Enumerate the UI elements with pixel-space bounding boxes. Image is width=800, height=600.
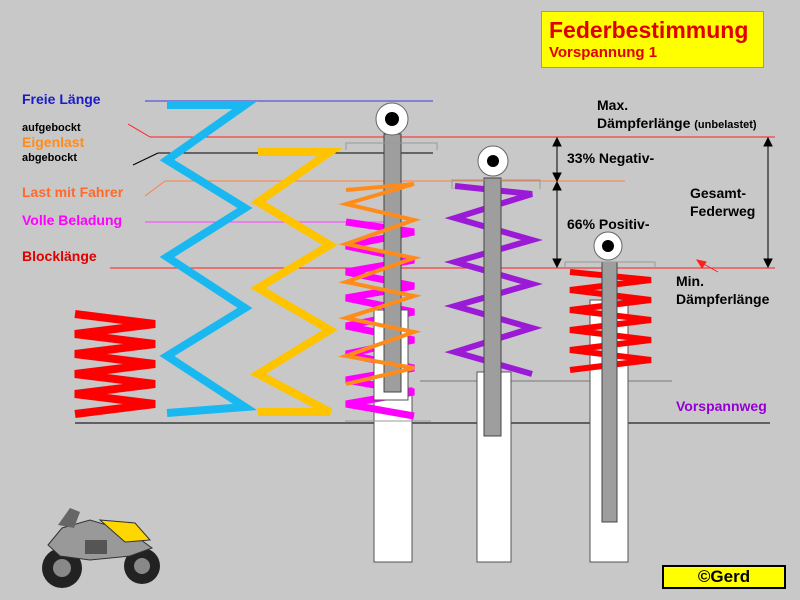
shock-absorber-3	[564, 231, 656, 563]
min-damper-pointer	[695, 259, 719, 273]
label-eigenlast: Eigenlast	[22, 134, 85, 150]
label-volle-beladung: Volle Beladung	[22, 212, 123, 228]
positiv-arrow	[552, 180, 562, 269]
label-abgebockt: abgebockt	[22, 152, 78, 164]
label-max-daempferlaenge-text: Dämpferlänge	[597, 115, 691, 131]
last-mit-fahrer-pointer	[144, 180, 166, 197]
abgebockt-pointer	[132, 152, 159, 166]
label-aufgebockt: aufgebockt	[22, 122, 81, 134]
label-min-daempferlaenge: Dämpferlänge	[676, 291, 770, 307]
copyright-logo-icon: ©Gerd	[662, 565, 786, 589]
label-last-mit-fahrer: Last mit Fahrer	[22, 184, 124, 200]
label-max-daempferlaenge: Dämpferlänge (unbelastet)	[597, 115, 757, 131]
page-subtitle: Vorspannung 1	[549, 44, 658, 61]
spring-blue	[159, 101, 258, 417]
shock-absorber-2	[444, 145, 543, 563]
label-positiv: 66% Positiv-	[567, 216, 650, 232]
label-unbelastet: (unbelastet)	[694, 119, 757, 131]
label-max: Max.	[597, 97, 629, 113]
title-box: Federbestimmung Vorspannung 1	[541, 11, 764, 68]
label-negativ: 33% Negativ-	[567, 150, 655, 166]
label-blocklaenge: Blocklänge	[22, 248, 97, 264]
spring-yellow	[249, 148, 343, 416]
label-min: Min.	[676, 273, 704, 289]
label-gesamt: Gesamt-	[690, 185, 747, 201]
label-freie-laenge: Freie Länge	[22, 91, 101, 107]
page-title: Federbestimmung	[549, 17, 749, 43]
spring-red-block	[74, 310, 156, 418]
gesamt-arrow	[763, 136, 773, 269]
aufgebockt-pointer	[127, 123, 151, 138]
negativ-arrow	[552, 136, 562, 183]
shock-absorber-1	[338, 102, 438, 563]
label-vorspannweg: Vorspannweg	[676, 398, 767, 414]
label-federweg: Federweg	[690, 203, 756, 219]
motorcycle-icon	[42, 508, 160, 588]
